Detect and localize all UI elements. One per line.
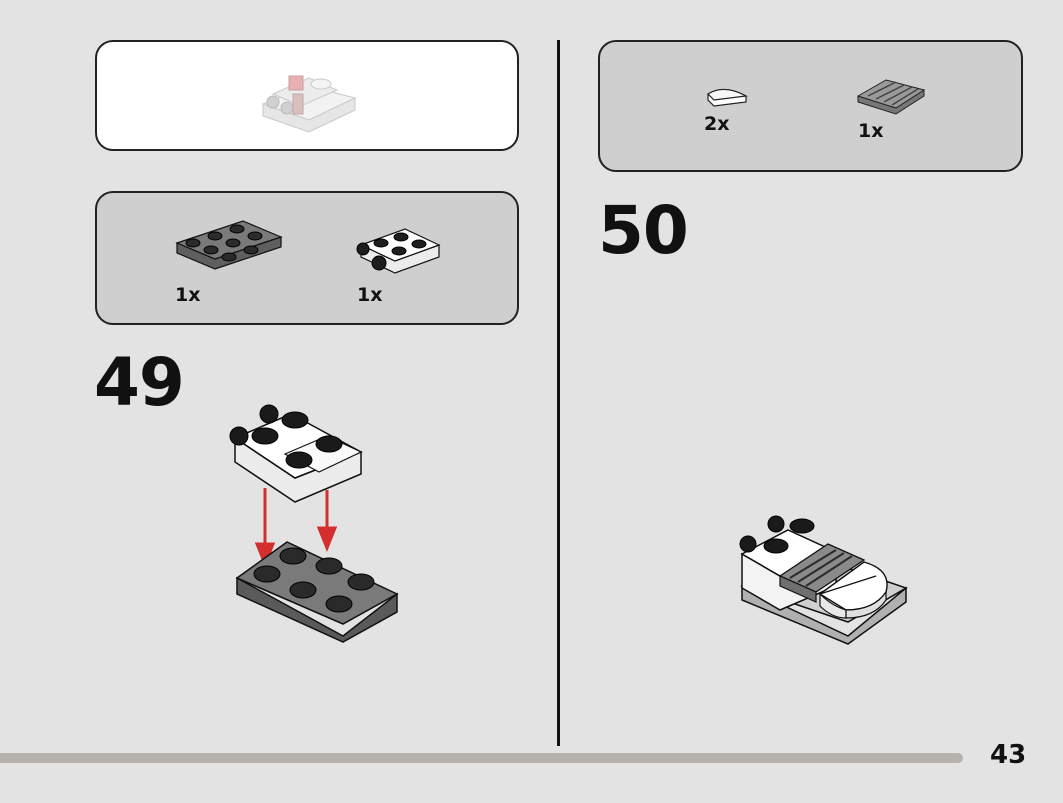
step-number-50: 50 xyxy=(598,192,689,269)
step-49-assembly-illustration xyxy=(229,404,399,643)
arrow-icon xyxy=(254,488,338,569)
step-number-49: 49 xyxy=(94,344,185,421)
column-divider xyxy=(557,40,560,746)
quarter-round-tile-icon xyxy=(707,88,748,107)
qty-label-quarter-tile: 2x xyxy=(704,113,730,135)
parts-box-step-49: 1x 1x xyxy=(95,191,519,325)
white-bracket-plate-icon xyxy=(356,228,441,274)
grille-tile-icon xyxy=(856,79,926,115)
qty-label-bracket: 1x xyxy=(357,284,383,306)
qty-label-grille-tile: 1x xyxy=(858,120,884,142)
progress-bar xyxy=(0,753,963,763)
dark-gray-plate-icon xyxy=(175,220,283,270)
preview-box xyxy=(95,40,519,151)
qty-label-plate: 1x xyxy=(175,284,201,306)
parts-box-step-50: 2x 1x xyxy=(598,40,1023,172)
vehicle-preview-icon xyxy=(261,75,357,133)
step-50-assembly-illustration xyxy=(739,515,908,645)
page-number: 43 xyxy=(990,740,1027,770)
